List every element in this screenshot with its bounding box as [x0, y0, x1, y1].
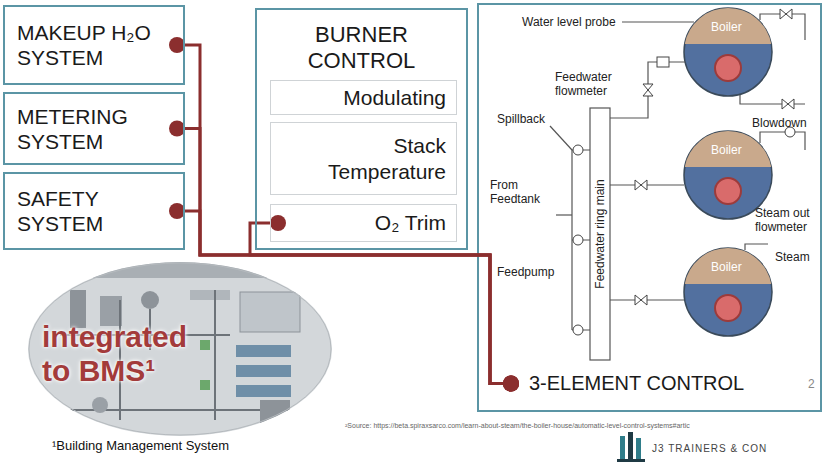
connector-dot	[503, 376, 519, 392]
pipework	[550, 14, 805, 360]
footnote-text: ¹Building Management System	[52, 438, 332, 453]
bms-screenshot	[20, 255, 340, 455]
connector-dot	[503, 376, 519, 392]
node-text: BURNER CONTROL	[282, 22, 442, 74]
node-text: METERING SYSTEM	[17, 104, 159, 154]
callout-label: Feedpump	[497, 265, 554, 279]
boiler-drawing	[684, 131, 772, 219]
valves	[643, 84, 653, 96]
connector-dot	[503, 376, 519, 392]
bms-screenshot	[20, 255, 340, 455]
system-box: MAKEUP H₂O SYSTEM	[3, 5, 185, 85]
burner-control-box: BURNER CONTROL ModulatingStack Temperatur…	[255, 8, 468, 250]
connector-dot	[169, 203, 185, 219]
system-box: METERING SYSTEM	[3, 92, 185, 165]
boiler-drawing	[685, 248, 772, 284]
callout-label: Spillback	[497, 112, 545, 126]
connector-line	[250, 223, 503, 384]
node-text: SAFETY SYSTEM	[17, 186, 159, 236]
pipework	[556, 214, 572, 215]
pipework	[550, 126, 572, 150]
callout-label: Water level probe	[522, 15, 616, 29]
bms-screenshot	[200, 340, 210, 350]
valves	[635, 295, 647, 305]
node-text: integrated to BMS¹	[42, 320, 207, 388]
company-logo	[617, 432, 645, 462]
node-text: Stack Temperature	[311, 133, 446, 185]
callout-label: Feedwater flowmeter	[555, 70, 621, 98]
boiler-drawing	[715, 178, 741, 204]
pipework	[590, 108, 610, 360]
company-logo	[617, 459, 645, 462]
boiler-drawing	[715, 295, 741, 321]
boiler-drawing	[685, 8, 772, 44]
bms-screenshot	[20, 262, 340, 278]
control-label-box: 3-ELEMENT CONTROL	[503, 370, 753, 397]
bms-screenshot	[92, 397, 108, 413]
pipework	[622, 21, 694, 22]
boiler-drawing	[715, 55, 741, 81]
boiler-drawing	[684, 8, 772, 96]
boiler-drawing	[684, 8, 772, 336]
company-logo	[636, 438, 641, 460]
boiler-drawing	[685, 131, 772, 167]
bms-screenshot	[200, 380, 210, 390]
system-box: SAFETY SYSTEM	[3, 172, 185, 250]
pipe-label: Feedwater ring main	[593, 179, 607, 288]
node-text: Modulating	[343, 85, 446, 111]
bms-screenshot	[236, 385, 291, 397]
pipework	[610, 62, 685, 118]
bms-screenshot	[236, 365, 291, 377]
connector-line	[185, 45, 503, 384]
boiler-label: Boiler	[711, 260, 742, 274]
valves	[782, 99, 794, 109]
company-name: J3 TRAINERS & CON	[652, 443, 767, 455]
callout-label: Blowdown	[752, 116, 807, 130]
bms-screenshot	[190, 290, 230, 300]
bms-screenshot	[260, 400, 290, 425]
callout-label: Steam out flowmeter	[755, 206, 821, 234]
node-text: O₂ Trim	[375, 210, 446, 236]
pipework	[740, 95, 805, 104]
node-text: MAKEUP H₂O SYSTEM	[17, 20, 159, 70]
valves	[573, 235, 583, 245]
bms-screenshot	[240, 292, 300, 332]
control-item: Stack Temperature	[270, 122, 457, 195]
company-logo	[628, 432, 633, 460]
boiler-label: Boiler	[711, 20, 742, 34]
boiler-panel	[478, 4, 821, 411]
oval-outline	[29, 263, 331, 435]
callout-label: From Feedtank	[490, 178, 552, 206]
boiler-label: Boiler	[711, 143, 742, 157]
boiler-drawing	[684, 248, 772, 336]
connector-dot	[270, 215, 286, 231]
valves	[573, 145, 583, 155]
connector-line	[185, 129, 503, 384]
valves	[780, 9, 792, 19]
pipework	[745, 244, 768, 250]
bms-screenshot	[236, 345, 291, 357]
boiler-panel	[478, 4, 821, 411]
pipework	[760, 14, 805, 40]
connector-line	[185, 211, 503, 384]
connector-dot	[503, 376, 519, 392]
page-number: 2	[808, 377, 815, 391]
valves	[657, 57, 669, 67]
node-text: 3-ELEMENT CONTROL	[529, 370, 753, 397]
pipework	[572, 150, 590, 330]
control-item: Modulating	[270, 80, 457, 115]
valves	[635, 180, 647, 190]
connector-dot	[169, 121, 185, 137]
company-logo	[620, 436, 625, 460]
valves	[573, 9, 795, 335]
control-item: O₂ Trim	[270, 204, 457, 242]
valves	[573, 325, 583, 335]
pipework	[760, 132, 805, 150]
callout-label: Steam	[775, 250, 810, 264]
connector-dot	[169, 37, 185, 53]
bms-screenshot	[141, 291, 159, 309]
bms-oval: integrated to BMS¹ ¹Building Management S…	[28, 262, 332, 458]
source-note: ²Source: https://beta.spiraxsarco.com/le…	[345, 421, 690, 430]
